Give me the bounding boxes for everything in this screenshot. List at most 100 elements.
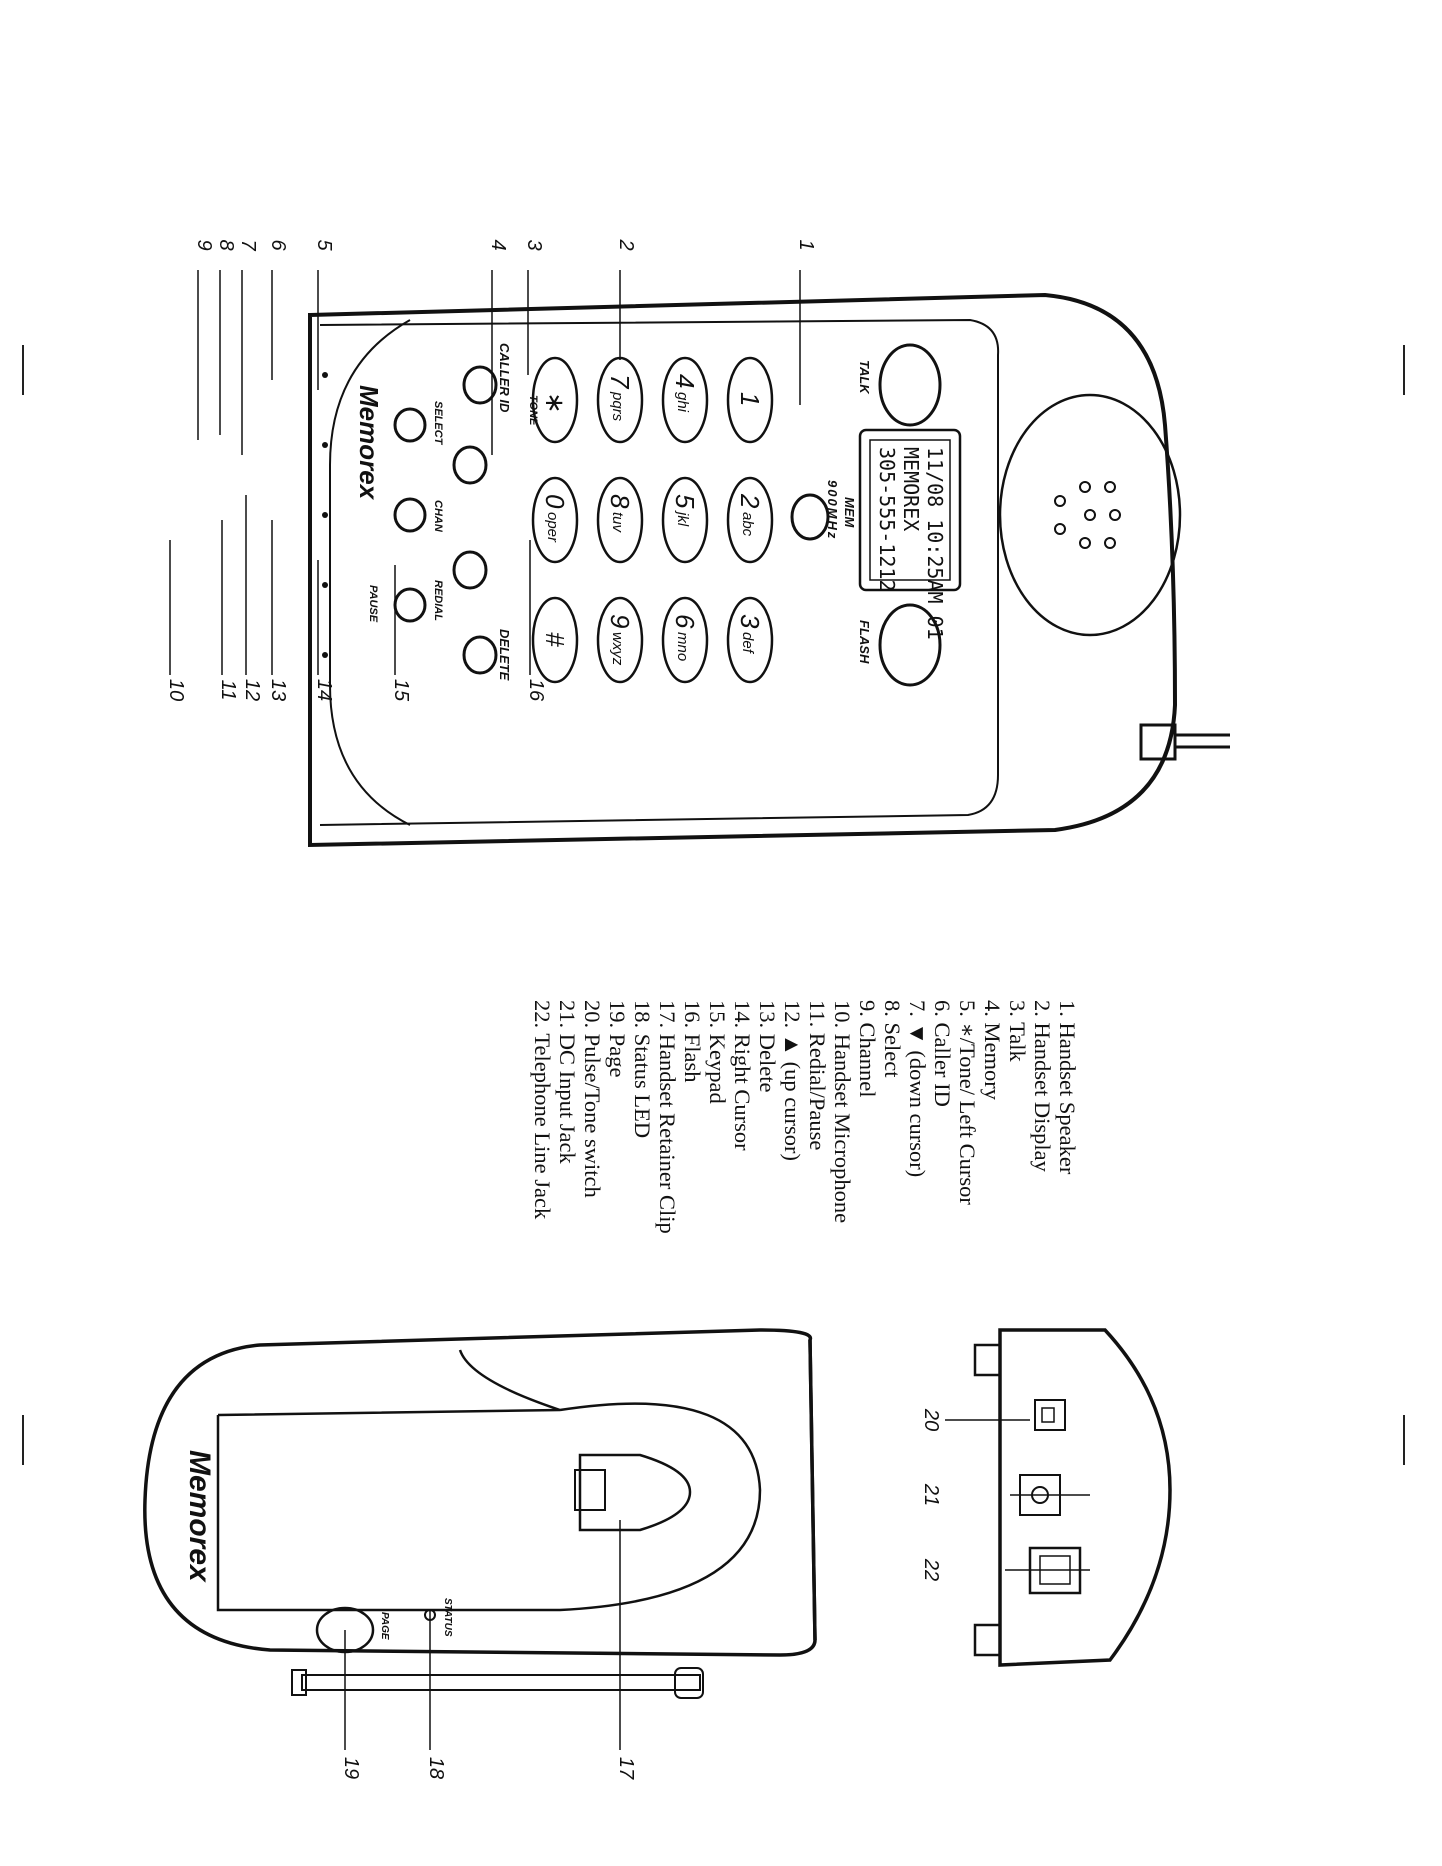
delete-button[interactable]: [462, 635, 498, 675]
legend-item-number: 11.: [805, 1000, 830, 1028]
key-digit: 9: [605, 614, 635, 628]
legend-item-label: Delete: [755, 1033, 780, 1093]
legend-item-number: 13.: [755, 1000, 780, 1029]
key-hash[interactable]: #: [531, 596, 579, 684]
key-digit: 3: [735, 614, 765, 629]
legend-item-number: 4.: [980, 1000, 1005, 1017]
model-label: 900MHz: [825, 480, 840, 540]
legend-item-number: 19.: [605, 1000, 630, 1029]
legend-item-number: 22.: [530, 1000, 555, 1029]
up-cursor-button[interactable]: [452, 550, 488, 590]
legend-item: 17. Handset Retainer Clip: [655, 1000, 680, 1820]
microphone-holes: [322, 372, 328, 658]
key-letters: wxyz: [609, 632, 626, 666]
key-digit: 2: [735, 493, 765, 509]
legend-item-label: ▼ (down cursor): [905, 1022, 930, 1178]
caller-id-label: CALLER ID: [497, 343, 512, 413]
key-9[interactable]: 9 wxyz: [596, 596, 644, 684]
legend-item-label: Handset Microphone: [830, 1033, 855, 1224]
redial-button[interactable]: [393, 587, 427, 623]
key-letters: pqrs: [609, 391, 626, 422]
callout-18: 18: [425, 1757, 447, 1779]
legend-item-label: Redial/Pause: [805, 1032, 830, 1151]
legend-item-label: DC Input Jack: [555, 1033, 580, 1164]
key-3[interactable]: 3 def: [726, 596, 774, 684]
legend-item: 5. ∗/Tone/ Left Cursor: [955, 1000, 980, 1820]
legend-item-number: 6.: [930, 1000, 955, 1017]
flash-button[interactable]: [878, 603, 942, 687]
talk-button[interactable]: [878, 343, 942, 427]
legend-item-label: Keypad: [705, 1033, 730, 1104]
delete-label: DELETE: [497, 629, 512, 681]
down-cursor-button[interactable]: [452, 445, 488, 485]
key-letters: mno: [674, 632, 691, 661]
page-button[interactable]: [315, 1606, 375, 1654]
legend-item: 21. DC Input Jack: [555, 1000, 580, 1820]
legend-item-label: Memory: [980, 1022, 1005, 1101]
legend-item-label: Select: [880, 1022, 905, 1078]
legend-item-number: 20.: [580, 1000, 605, 1029]
legend-item-label: Status LED: [630, 1033, 655, 1139]
redial-label: REDIAL: [432, 580, 444, 621]
handset-brand-logo: Memorex: [354, 385, 384, 501]
legend-item-number: 15.: [705, 1000, 730, 1029]
status-label: STATUS: [442, 1598, 453, 1637]
display-line-2: MEMOREX: [899, 447, 923, 531]
legend-item-label: Telephone Line Jack: [530, 1033, 555, 1220]
caller-id-button[interactable]: [462, 365, 498, 405]
fold-mark-bottom-left: [22, 1415, 24, 1465]
legend-item-number: 14.: [730, 1000, 755, 1029]
key-1[interactable]: 1: [726, 356, 774, 444]
antenna: [1175, 733, 1230, 749]
legend-item-label: Handset Retainer Clip: [655, 1033, 680, 1234]
flash-label: FLASH: [857, 620, 872, 664]
legend-item-number: 8.: [880, 1000, 905, 1017]
fold-mark-bottom-right: [1403, 1415, 1405, 1465]
handset-diagram: 11/08 10:25AM 01 MEMOREX 305-555-1212 TA…: [308, 292, 1230, 848]
speaker-holes: [1054, 481, 1121, 549]
mem-button[interactable]: [790, 493, 830, 541]
fold-mark-top-right: [1403, 345, 1405, 395]
page-label: PAGE: [379, 1612, 390, 1640]
legend-item-number: 10.: [830, 1000, 855, 1029]
legend-item-label: Handset Display: [1030, 1022, 1055, 1172]
legend-item-number: 9.: [855, 1000, 880, 1017]
legend-item: 15. Keypad: [705, 1000, 730, 1820]
talk-label: TALK: [857, 360, 872, 395]
handset-display-frame: [858, 428, 962, 592]
legend-item-number: 16.: [680, 1000, 705, 1029]
legend-item: 19. Page: [605, 1000, 630, 1820]
key-digit: 4: [670, 374, 700, 388]
key-digit: ∗: [540, 392, 570, 414]
legend-item: 12. ▲ (up cursor): [780, 1000, 805, 1820]
legend-item-label: Caller ID: [930, 1022, 955, 1107]
legend-item-number: 7.: [905, 1000, 930, 1017]
legend-item-label: ∗/Tone/ Left Cursor: [955, 1022, 980, 1205]
key-letters: def: [739, 632, 756, 655]
handset-body: [308, 292, 1178, 848]
key-star[interactable]: ∗: [531, 356, 579, 444]
legend-item: 9. Channel: [855, 1000, 880, 1820]
key-digit: 8: [605, 494, 635, 509]
faceplate: [319, 318, 1000, 826]
key-digit: 5: [670, 494, 700, 509]
legend-item-label: Handset Speaker: [1055, 1022, 1080, 1175]
legend-item-label: Talk: [1005, 1022, 1030, 1062]
select-label: SELECT: [432, 401, 444, 446]
legend-item: 3. Talk: [1005, 1000, 1030, 1820]
legend-item-number: 1.: [1055, 1000, 1080, 1017]
legend-item: 1. Handset Speaker: [1055, 1000, 1080, 1820]
chan-button[interactable]: [393, 497, 427, 533]
key-4[interactable]: 4 ghi: [661, 356, 709, 444]
key-letters: ghi: [674, 392, 691, 413]
legend-item-label: Pulse/Tone switch: [580, 1033, 605, 1198]
select-button[interactable]: [393, 407, 427, 443]
